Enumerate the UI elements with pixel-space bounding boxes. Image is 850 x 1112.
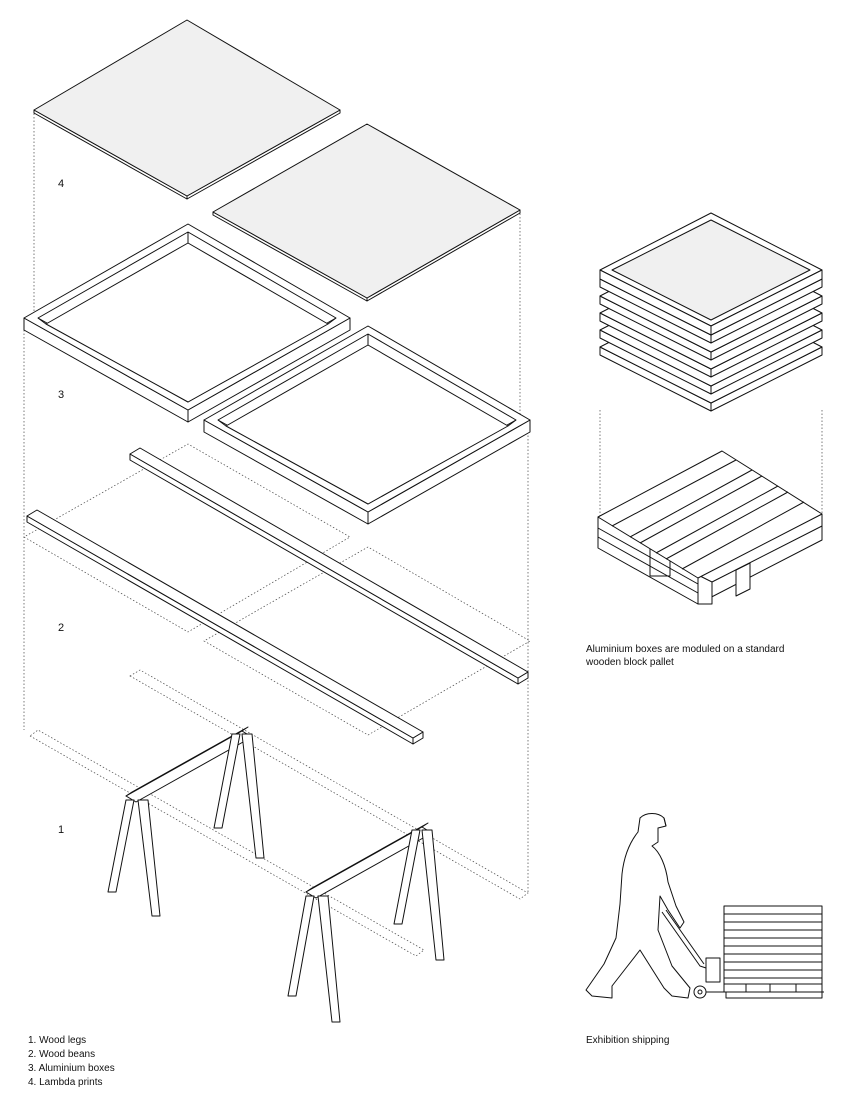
lambda-print-left [33,19,341,200]
pallet-caption-line-2: wooden block pallet [586,657,674,668]
lambda-print-right [212,123,521,302]
worker-silhouette [585,813,691,999]
shipped-crate [723,905,823,999]
wooden-block-pallet [597,450,823,605]
layer-number-4: 4 [58,178,65,190]
wood-leg-front [287,822,445,1023]
layer-number-3: 3 [58,389,65,401]
legend-item-wood-beams: 2. Wood beans [28,1049,96,1060]
box-footprints-dotted [23,443,531,736]
wood-leg-back [107,726,265,917]
wood-beam-front [26,509,424,745]
alignment-guides [23,110,823,893]
wood-beam-back [129,447,529,685]
legend-item-aluminium-boxes: 3. Aluminium boxes [28,1063,115,1074]
layer-number-2: 2 [58,622,65,634]
pallet-caption: Aluminium boxes are moduled on a standar… [586,643,784,669]
beam-traces-dotted [29,669,529,957]
layer-number-1: 1 [58,824,65,836]
legend-item-lambda-prints: 4. Lambda prints [28,1077,103,1088]
legend-item-wood-legs: 1. Wood legs [28,1035,87,1046]
shipping-caption: Exhibition shipping [586,1035,670,1046]
stacked-aluminium-boxes [599,212,823,412]
aluminium-box-left [23,223,351,423]
pallet-caption-line-1: Aluminium boxes are moduled on a standar… [586,644,785,655]
legend: 1. Wood legs 2. Wood beans 3. Aluminium … [28,1034,115,1090]
aluminium-box-right [203,325,531,525]
